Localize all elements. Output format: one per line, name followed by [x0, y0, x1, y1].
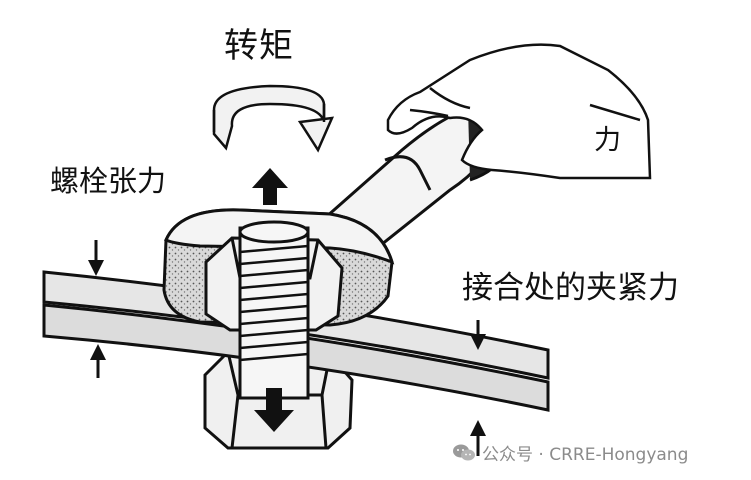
left-clamp-arrows	[88, 240, 106, 378]
right-clamp-arrows	[470, 320, 486, 456]
force-label: 力	[594, 125, 621, 156]
bolt-tension-arrows	[252, 168, 294, 432]
bolt-tension-label: 螺栓张力	[50, 164, 167, 198]
bolt-shank	[238, 220, 310, 400]
hand	[386, 43, 652, 180]
watermark: 公众号 · CRRE-Hongyang	[452, 440, 688, 465]
tension-arrow-down	[254, 388, 294, 432]
joint-clamping-force-label: 接合处的夹紧力	[462, 270, 679, 306]
wechat-icon	[453, 444, 475, 460]
tension-arrow-up	[252, 168, 288, 205]
watermark-text: 公众号 · CRRE-Hongyang	[482, 445, 689, 465]
torque-rotation-arrow	[212, 84, 335, 153]
torque-label: 转矩	[224, 26, 294, 66]
